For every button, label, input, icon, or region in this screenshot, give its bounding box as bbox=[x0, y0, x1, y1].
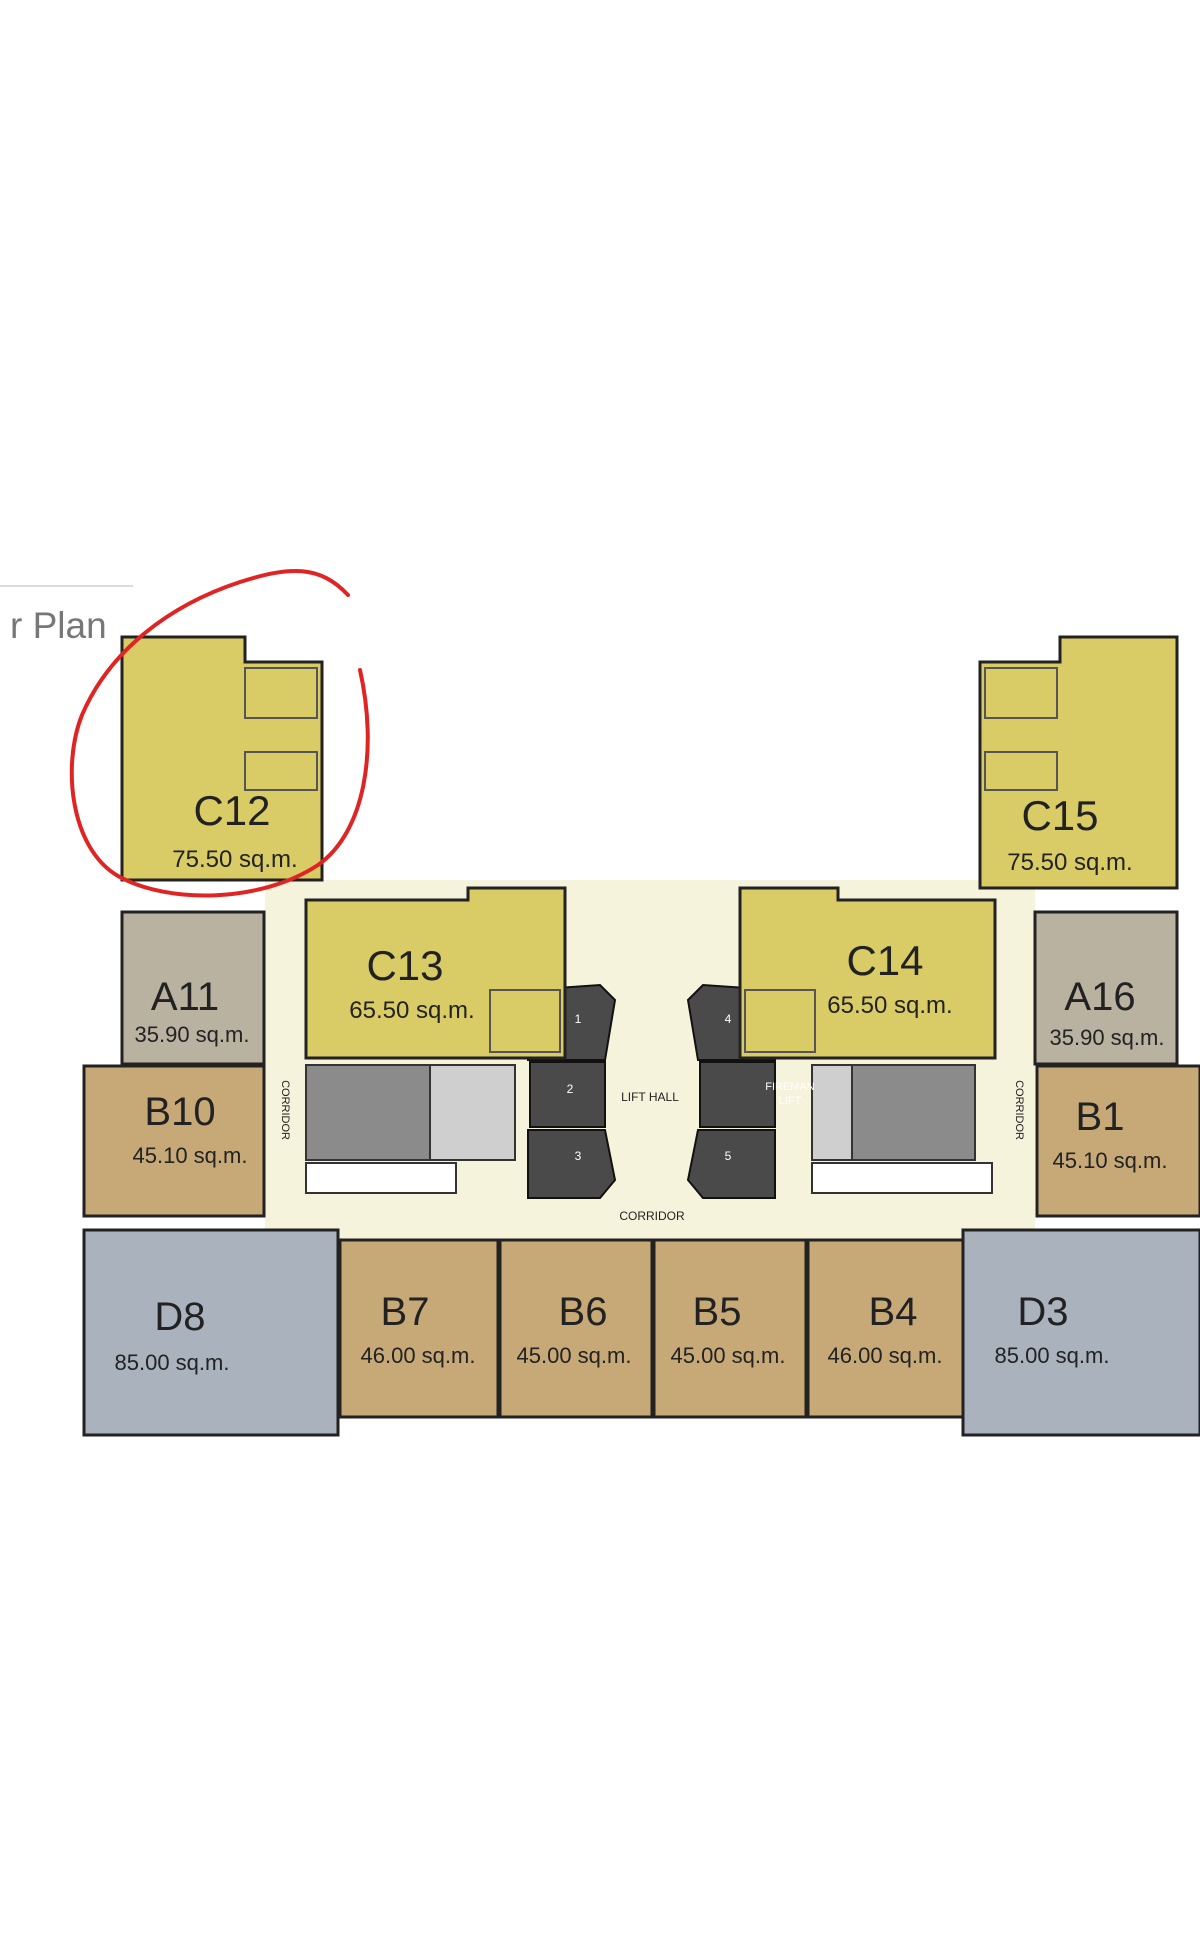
unit-c12[interactable]: C12 75.50 sq.m. bbox=[120, 635, 324, 882]
store-right bbox=[811, 1162, 993, 1194]
corridor-left-strip bbox=[265, 880, 305, 1240]
unit-a11[interactable]: A11 35.90 sq.m. bbox=[120, 910, 266, 1066]
unit-b4[interactable]: B4 46.00 sq.m. bbox=[806, 1238, 965, 1419]
unit-b5[interactable]: B5 45.00 sq.m. bbox=[652, 1238, 808, 1419]
unit-d3[interactable]: D3 85.00 sq.m. bbox=[961, 1228, 1200, 1437]
unit-b6-area: 45.00 sq.m. bbox=[517, 1343, 632, 1368]
unit-b7-id: B7 bbox=[381, 1290, 430, 1334]
fireman-lift-label-2: LIFT bbox=[779, 1095, 802, 1107]
unit-c15[interactable]: C15 75.50 sq.m. bbox=[978, 635, 1179, 890]
unit-c15-id: C15 bbox=[1021, 792, 1098, 839]
corridor-right-label: CORRIDOR bbox=[1013, 1080, 1025, 1140]
unit-a16-id: A16 bbox=[1064, 975, 1135, 1019]
store-left bbox=[305, 1162, 457, 1194]
unit-a11-area: 35.90 sq.m. bbox=[135, 1022, 250, 1047]
unit-c13-id: C13 bbox=[366, 942, 443, 989]
unit-a16[interactable]: A16 35.90 sq.m. bbox=[1033, 910, 1179, 1066]
unit-d8-id: D8 bbox=[154, 1295, 205, 1339]
fireman-lift-label-1: FIREMAN bbox=[765, 1081, 815, 1093]
lift-2 bbox=[529, 1061, 606, 1128]
unit-c13-area: 65.50 sq.m. bbox=[349, 997, 474, 1024]
unit-b10-id: B10 bbox=[144, 1090, 215, 1134]
lift-2-number: 2 bbox=[567, 1082, 574, 1096]
unit-b1[interactable]: B1 45.10 sq.m. bbox=[1035, 1064, 1200, 1218]
highlight-circle-annotation bbox=[69, 568, 370, 898]
unit-c13[interactable]: C13 65.50 sq.m. bbox=[304, 886, 567, 1060]
unit-a11-id: A11 bbox=[151, 975, 219, 1019]
unit-c14-id: C14 bbox=[846, 937, 923, 984]
unit-c15-area: 75.50 sq.m. bbox=[1007, 849, 1132, 876]
unit-b1-id: B1 bbox=[1076, 1095, 1125, 1139]
unit-d8[interactable]: D8 85.00 sq.m. bbox=[82, 1228, 340, 1437]
unit-c14[interactable]: C14 65.50 sq.m. bbox=[738, 886, 997, 1060]
unit-b10[interactable]: B10 45.10 sq.m. bbox=[82, 1064, 266, 1218]
service-rooms-right bbox=[811, 1064, 853, 1161]
service-rooms-left bbox=[429, 1064, 516, 1161]
corridor-left-label: CORRIDOR bbox=[279, 1080, 291, 1140]
lift-1-number: 1 bbox=[575, 1012, 582, 1026]
unit-b6-id: B6 bbox=[559, 1290, 608, 1334]
unit-b4-area: 46.00 sq.m. bbox=[828, 1343, 943, 1368]
unit-b4-id: B4 bbox=[869, 1290, 918, 1334]
unit-b10-area: 45.10 sq.m. bbox=[133, 1143, 248, 1168]
lift-hall-label: LIFT HALL bbox=[621, 1090, 679, 1104]
lift-5 bbox=[686, 1129, 776, 1199]
unit-d3-area: 85.00 sq.m. bbox=[995, 1343, 1110, 1368]
unit-a16-area: 35.90 sq.m. bbox=[1050, 1025, 1165, 1050]
lift-fireman bbox=[699, 1061, 776, 1128]
header-divider bbox=[0, 585, 133, 587]
page-title: r Plan bbox=[10, 605, 107, 646]
lift-4-number: 4 bbox=[725, 1012, 732, 1026]
unit-b1-area: 45.10 sq.m. bbox=[1053, 1148, 1168, 1173]
stair-core-left bbox=[305, 1064, 442, 1161]
unit-d8-area: 85.00 sq.m. bbox=[115, 1350, 230, 1375]
lift-bank-left bbox=[527, 983, 617, 1199]
stair-core-right bbox=[839, 1064, 976, 1161]
unit-b7[interactable]: B7 46.00 sq.m. bbox=[338, 1238, 500, 1419]
lift-5-number: 5 bbox=[725, 1149, 732, 1163]
corridor-label: CORRIDOR bbox=[619, 1209, 685, 1223]
lift-3-number: 3 bbox=[575, 1149, 582, 1163]
unit-c12-area: 75.50 sq.m. bbox=[172, 846, 297, 873]
unit-b5-id: B5 bbox=[693, 1290, 742, 1334]
unit-b5-area: 45.00 sq.m. bbox=[671, 1343, 786, 1368]
lift-3 bbox=[527, 1129, 617, 1199]
unit-b7-area: 46.00 sq.m. bbox=[361, 1343, 476, 1368]
unit-b6[interactable]: B6 45.00 sq.m. bbox=[498, 1238, 654, 1419]
unit-c12-id: C12 bbox=[193, 787, 270, 834]
unit-d3-id: D3 bbox=[1017, 1290, 1068, 1334]
unit-c14-area: 65.50 sq.m. bbox=[827, 992, 952, 1019]
